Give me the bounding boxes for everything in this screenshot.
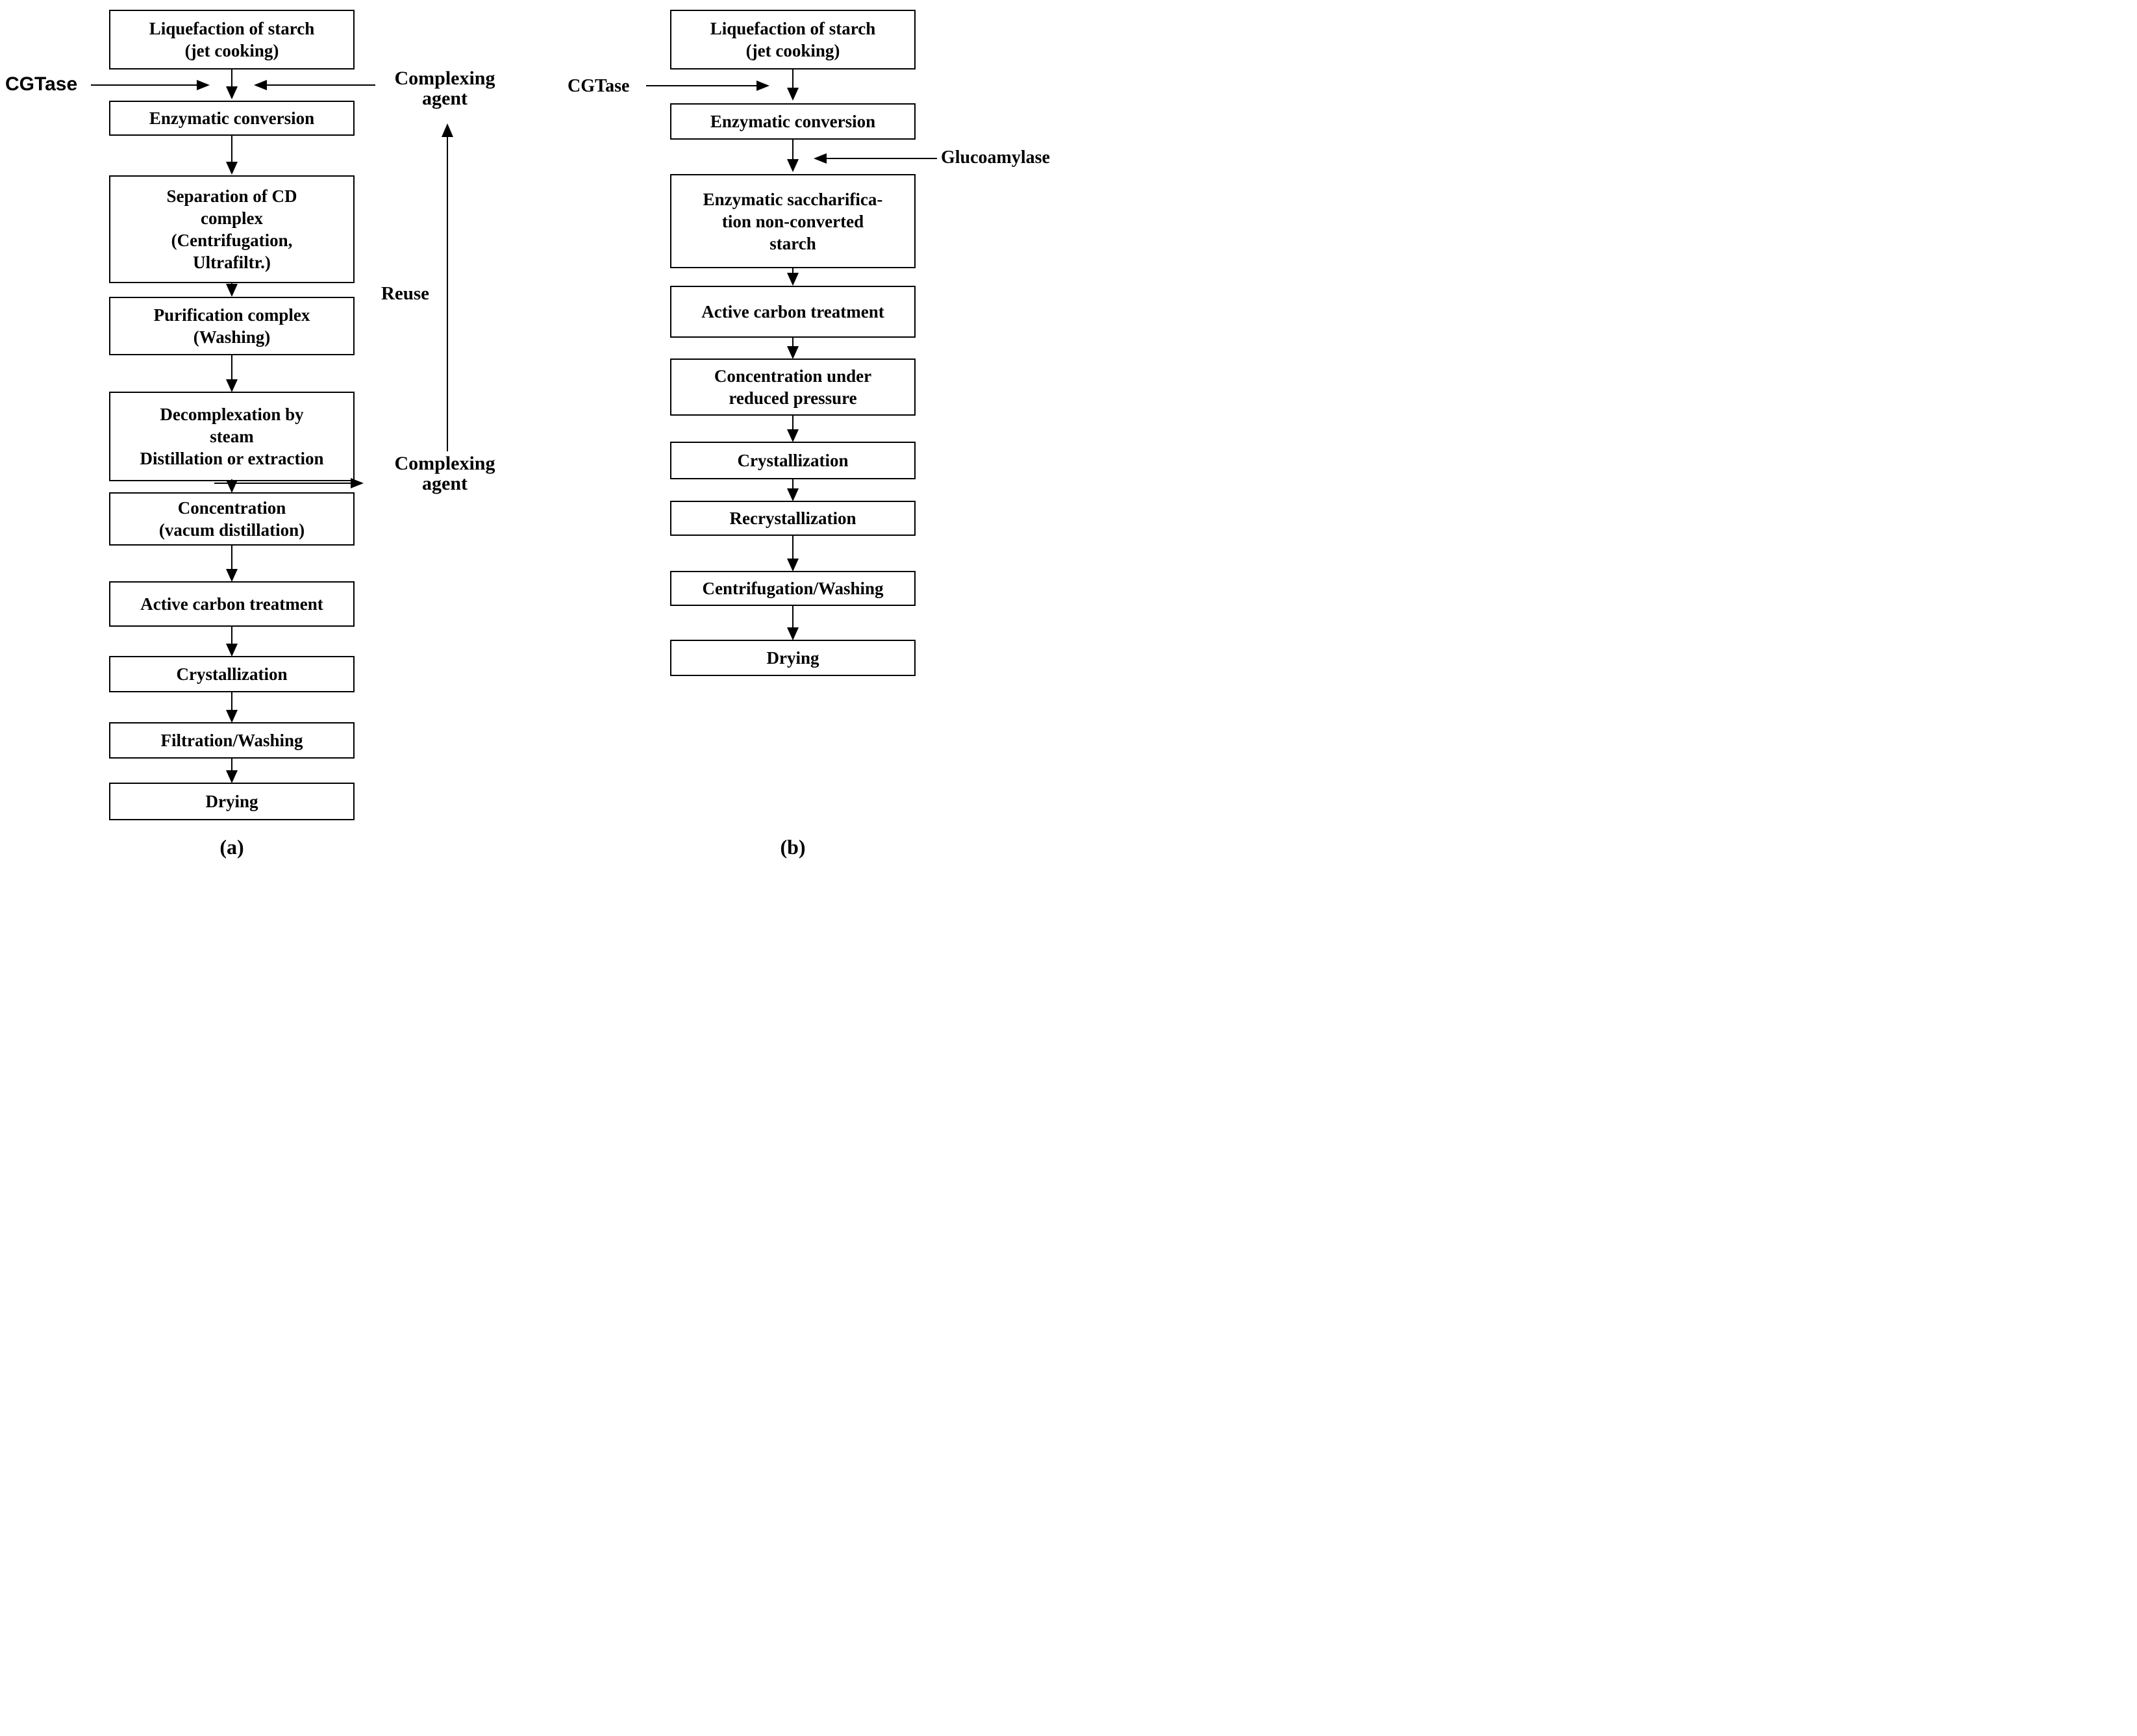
reuse-label: Reuse [381,283,430,304]
label-line: Complexing [394,68,495,89]
flow-diagram-canvas: Liquefaction of starch (jet cooking) CGT… [0,0,1069,868]
arrow-down-icon [787,479,799,501]
flow-b-box-crystallization: Crystallization [670,442,916,479]
box-text-line: Enzymatic conversion [149,108,315,128]
arrow-down-icon [787,606,799,640]
box-text-line: steam [210,427,254,446]
arrow-down-icon [226,759,238,783]
flow-a-box-liquefaction: Liquefaction of starch (jet cooking) [109,10,355,69]
reuse-arrow-up-icon [442,123,453,451]
box-text-line: (Centrifugation, [171,231,293,250]
box-text-line: Drying [766,648,819,668]
arrow-down-icon [226,283,238,297]
complexing-agent-bottom-label: Complexing agent [383,453,506,494]
box-text-line: Ultrafiltr.) [193,253,271,272]
flow-a-box-crystallization: Crystallization [109,656,355,692]
label-line: agent [422,88,468,109]
arrow-down-icon [226,627,238,657]
flow-a-box-concentration: Concentration (vacum distillation) [109,492,355,546]
caption-a: (a) [219,835,244,859]
complexing-agent-top-label: Complexing agent [383,68,506,108]
flow-a-box-purification-complex: Purification complex (Washing) [109,297,355,355]
box-text-line: (vacum distillation) [158,520,305,540]
box-text-line: Centrifugation/Washing [702,579,884,598]
box-text-line: (Washing) [193,327,271,347]
glucoamylase-label: Glucoamylase [941,147,1050,168]
flow-a-box-separation-cd-complex: Separation of CD complex (Centrifugation… [109,175,355,283]
label-line: Complexing [394,453,495,474]
flow-a-box-drying: Drying [109,783,355,820]
box-text-line: Crystallization [176,664,288,684]
flow-b-box-concentration-reduced-pressure: Concentration under reduced pressure [670,359,916,416]
box-text-line: Concentration under [714,366,872,386]
box-text-line: tion non-converted [721,211,864,231]
arrow-down-icon [787,69,799,101]
box-text-line: (jet cooking) [745,41,840,60]
arrow-down-icon [226,136,238,175]
box-text-line: Enzymatic saccharifica- [703,189,883,209]
arrow-down-icon [226,692,238,723]
arrow-down-icon [787,416,799,442]
arrow-down-icon [787,268,799,286]
complexing-agent-arrow-left-icon [254,80,375,90]
box-text-line: Enzymatic conversion [710,112,876,131]
box-text-line: starch [769,233,816,253]
arrow-down-icon [787,140,799,172]
box-text-line: Filtration/Washing [160,731,303,750]
complexing-agent-return-arrow-right-icon [214,478,364,488]
box-text-line: Decomplexation by [160,405,304,424]
box-text-line: Active carbon treatment [701,302,884,321]
label-line: agent [422,473,468,494]
cgtase-label-b: CGTase [568,76,630,96]
box-text-line: reduced pressure [729,388,857,408]
box-text-line: Drying [205,792,258,811]
cgtase-label-a: CGTase [5,73,78,95]
flow-b-box-liquefaction: Liquefaction of starch (jet cooking) [670,10,916,69]
flow-b-box-enzymatic-conversion: Enzymatic conversion [670,103,916,140]
flow-b-box-active-carbon: Active carbon treatment [670,286,916,338]
cgtase-arrow-right-icon [91,80,210,90]
box-text-line: Liquefaction of starch [710,19,876,38]
flow-a-box-filtration-washing: Filtration/Washing [109,722,355,759]
flow-b-box-centrifugation-washing: Centrifugation/Washing [670,571,916,606]
box-text-line: Purification complex [153,305,310,325]
box-text-line: Distillation or extraction [140,449,324,468]
caption-b: (b) [780,835,806,859]
arrow-down-icon [787,338,799,359]
box-text-line: Concentration [177,498,286,518]
box-text-line: Crystallization [737,451,849,470]
flow-a-box-enzymatic-conversion: Enzymatic conversion [109,101,355,136]
box-text-line: (jet cooking) [184,41,279,60]
arrow-down-icon [226,479,238,493]
arrow-down-icon [226,69,238,99]
box-text-line: Liquefaction of starch [149,19,315,38]
box-text-line: Recrystallization [729,509,856,528]
flow-b-box-enzymatic-saccharification: Enzymatic saccharifica- tion non-convert… [670,174,916,268]
arrow-down-icon [787,536,799,572]
arrow-down-icon [226,355,238,392]
box-text-line: Active carbon treatment [140,594,323,614]
flow-a-box-active-carbon: Active carbon treatment [109,581,355,627]
flow-b-box-drying: Drying [670,640,916,676]
cgtase-arrow-right-icon [646,81,769,91]
box-text-line: complex [201,208,263,228]
arrow-down-icon [226,546,238,582]
flow-b-box-recrystallization: Recrystallization [670,501,916,536]
box-text-line: Separation of CD [166,186,297,206]
glucoamylase-arrow-left-icon [814,153,937,164]
flow-a-box-decomplexation: Decomplexation by steam Distillation or … [109,392,355,481]
